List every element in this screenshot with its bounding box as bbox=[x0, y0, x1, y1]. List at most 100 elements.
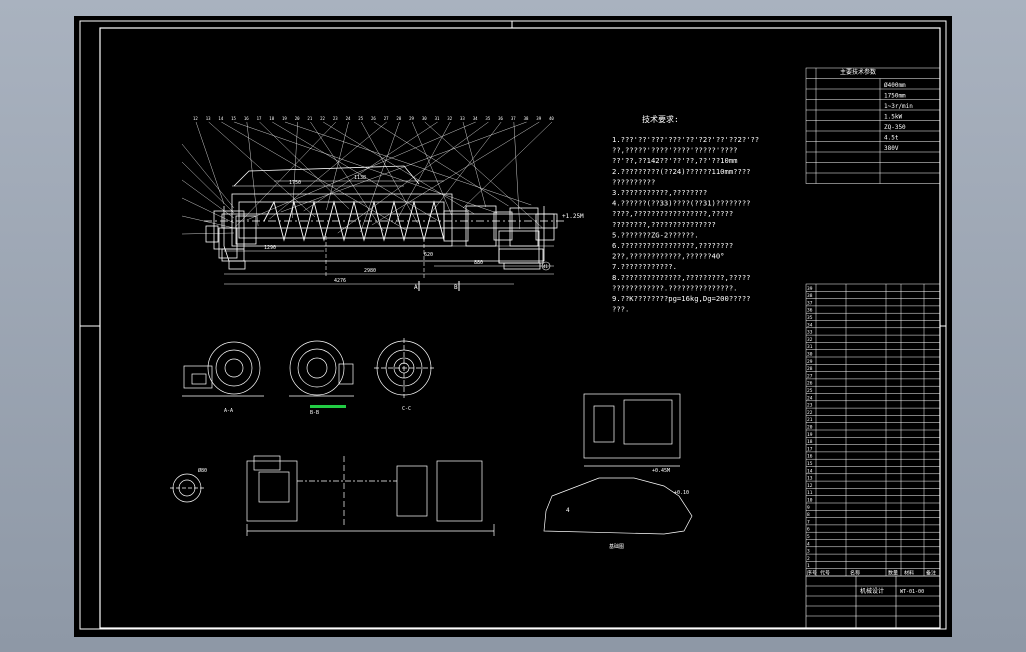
balloon-label: 21 bbox=[307, 116, 312, 121]
balloon-label: 25 bbox=[358, 116, 363, 121]
tech-table-frame bbox=[805, 67, 941, 184]
leader-line bbox=[361, 121, 418, 224]
section-b-label: B bbox=[454, 284, 458, 291]
dim-1138: 1138 bbox=[354, 175, 366, 181]
tech-table-value: 380V bbox=[884, 145, 899, 152]
dim-1290: 1290 bbox=[264, 245, 276, 251]
leader-line bbox=[246, 121, 259, 227]
balloon-label: 15 bbox=[231, 116, 236, 121]
leader-line bbox=[462, 121, 553, 209]
leader-line bbox=[373, 121, 509, 207]
notes-line: 9.??K????????pg=16kg,Dg=200????? bbox=[612, 294, 750, 303]
parts-list-header: 数量 bbox=[888, 570, 898, 577]
leader-line-left bbox=[181, 215, 235, 229]
foundation-label: 基础图 bbox=[609, 543, 624, 550]
leader-line bbox=[292, 121, 298, 219]
section-a-label: A bbox=[414, 284, 418, 291]
parts-list-index: 25 bbox=[807, 388, 813, 394]
balloon-label: 28 bbox=[396, 116, 401, 121]
notes-line: 7.????????????. bbox=[612, 262, 677, 271]
leader-line bbox=[280, 121, 527, 213]
parts-list-index: 26 bbox=[807, 381, 813, 387]
notes-line: ?????????? bbox=[612, 177, 655, 186]
leader-line-left bbox=[181, 179, 235, 219]
balloon-label: 24 bbox=[346, 116, 351, 121]
parts-list-index: 28 bbox=[807, 366, 813, 372]
section-view-a bbox=[182, 341, 264, 397]
tech-table-title: 主要技术参数 bbox=[840, 68, 876, 76]
parts-list-header: 名称 bbox=[850, 570, 860, 577]
parts-list-index: 17 bbox=[807, 446, 813, 452]
parts-list-index: 22 bbox=[807, 410, 813, 416]
balloon-label: 23 bbox=[333, 116, 338, 121]
balloon-label: 34 bbox=[473, 116, 478, 121]
parts-list-index: 9 bbox=[807, 505, 810, 511]
screw-flight-path bbox=[263, 200, 445, 242]
balloon-label: 17 bbox=[257, 116, 262, 121]
elevation-drawing bbox=[246, 455, 495, 536]
parts-list-header: 代号 bbox=[820, 570, 830, 577]
parts-list-index: 11 bbox=[807, 490, 813, 496]
screw-flights bbox=[263, 200, 445, 242]
tech-table-value: 4.5t bbox=[884, 135, 899, 142]
balloon-label: 22 bbox=[320, 116, 325, 121]
notes-line: 1.???'??'???'???'??'?2?'??'??2?'?? bbox=[612, 135, 759, 144]
parts-list-index: 33 bbox=[807, 330, 813, 336]
balloon-label: 19 bbox=[282, 116, 287, 121]
parts-list-index: 38 bbox=[807, 293, 813, 299]
leader-line bbox=[234, 121, 498, 214]
balloon-label: 14 bbox=[218, 116, 223, 121]
dim-1750: 1750 bbox=[289, 180, 301, 186]
parts-list-index: 34 bbox=[807, 322, 813, 328]
parts-list-header: 序号 bbox=[807, 570, 817, 577]
parts-list-index: 15 bbox=[807, 461, 813, 467]
parts-list-index: 4 bbox=[807, 541, 810, 547]
leader-line bbox=[428, 121, 502, 217]
leader-line-left bbox=[181, 232, 235, 235]
parts-list-index: 23 bbox=[807, 403, 813, 409]
title-block bbox=[805, 575, 941, 629]
balloon-label: 16 bbox=[244, 116, 249, 121]
leader-line bbox=[221, 121, 407, 231]
leader-line bbox=[195, 121, 225, 205]
parts-list-index: 12 bbox=[807, 483, 813, 489]
section-view-c bbox=[374, 338, 434, 398]
leader-line bbox=[208, 121, 316, 218]
balloon-label: 29 bbox=[409, 116, 414, 121]
leader-line-left bbox=[181, 197, 235, 224]
balloon-label: 31 bbox=[435, 116, 440, 121]
notes-line: 2??,????????????,??????40° bbox=[612, 252, 725, 261]
dim-880: 880 bbox=[474, 260, 483, 266]
leader-line bbox=[513, 121, 521, 230]
balloon-label: 35 bbox=[485, 116, 490, 121]
parts-list-index: 30 bbox=[807, 352, 813, 358]
tech-table-value: ZQ-350 bbox=[884, 124, 906, 131]
balloon-label: 40 bbox=[549, 116, 554, 121]
spot-mark: 4 bbox=[566, 507, 570, 514]
parts-list-table: 序号代号名称数量材料备注3938373635343332313029282726… bbox=[805, 283, 941, 577]
notes-line: 4.??????(??33)????(??31)???????? bbox=[612, 199, 750, 208]
tech-table-value: 1750mm bbox=[884, 93, 906, 100]
title-drawing-no: WT-01-00 bbox=[900, 589, 924, 595]
parts-list-index: 37 bbox=[807, 300, 813, 306]
parts-list-index: 10 bbox=[807, 498, 813, 504]
balloon-label: 30 bbox=[422, 116, 427, 121]
balloon-label: 32 bbox=[447, 116, 452, 121]
notes-line: ????????,??????????????? bbox=[612, 220, 716, 229]
parts-list-index: 24 bbox=[807, 395, 813, 401]
parts-list-index: 14 bbox=[807, 468, 813, 474]
parts-list-index: 5 bbox=[807, 534, 810, 540]
parts-list-index: 13 bbox=[807, 476, 813, 482]
parts-list-index: 16 bbox=[807, 454, 813, 460]
leader-line bbox=[272, 121, 441, 223]
balloon-label: 37 bbox=[511, 116, 516, 121]
elevation-mid: +0.10 bbox=[674, 490, 689, 496]
leader-line bbox=[310, 121, 384, 232]
leader-line bbox=[259, 121, 350, 210]
parts-list-index: 21 bbox=[807, 417, 813, 423]
leader-line bbox=[246, 121, 476, 221]
tech-table-value: 1~3r/min bbox=[884, 103, 913, 110]
parts-list-index: 35 bbox=[807, 315, 813, 321]
parts-list-index: 31 bbox=[807, 344, 813, 350]
